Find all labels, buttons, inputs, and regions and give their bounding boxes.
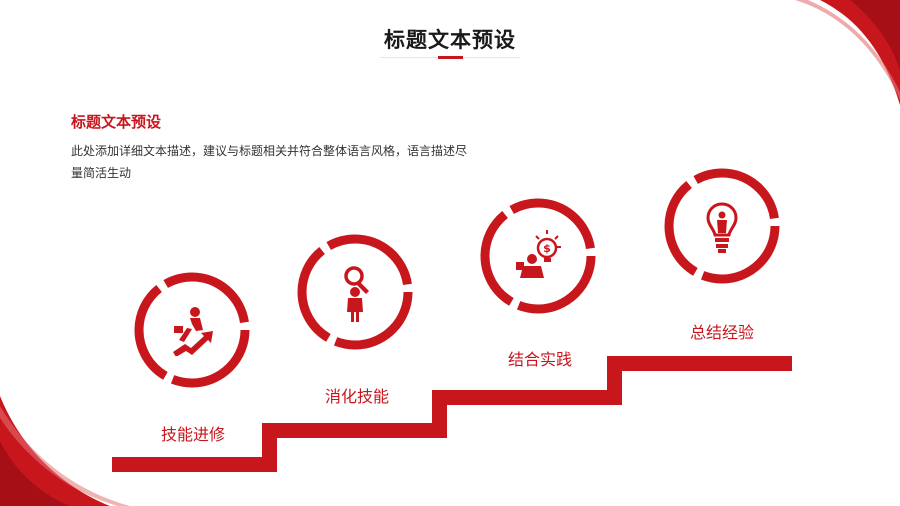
step-label-2: 消化技能	[325, 387, 390, 406]
step-circle-4	[662, 166, 782, 286]
step-label-4: 总结经验	[690, 323, 755, 342]
step-circle-2	[295, 232, 415, 352]
step-circle-1	[132, 270, 252, 390]
person-dollar-bulb-icon: $	[516, 230, 561, 278]
title-accent-bar	[438, 56, 463, 59]
lightbulb-person-icon	[706, 202, 738, 253]
step-label-3: 结合实践	[508, 350, 573, 369]
step-circle-3: $	[478, 196, 598, 316]
intro-heading: 标题文本预设	[71, 113, 162, 131]
step-label-1: 技能进修	[161, 425, 226, 444]
running-man-arrow-icon	[173, 307, 213, 356]
page-title: 标题文本预设	[384, 28, 516, 52]
corner-decoration-top-right	[795, 0, 900, 105]
person-magnifier-icon	[344, 266, 369, 322]
svg-text:$: $	[543, 242, 551, 255]
corner-decoration-bottom-left	[0, 396, 130, 506]
intro-body-text: 此处添加详细文本描述，建议与标题相关并符合整体语言风格，语言描述尽量简活生动	[71, 144, 468, 180]
